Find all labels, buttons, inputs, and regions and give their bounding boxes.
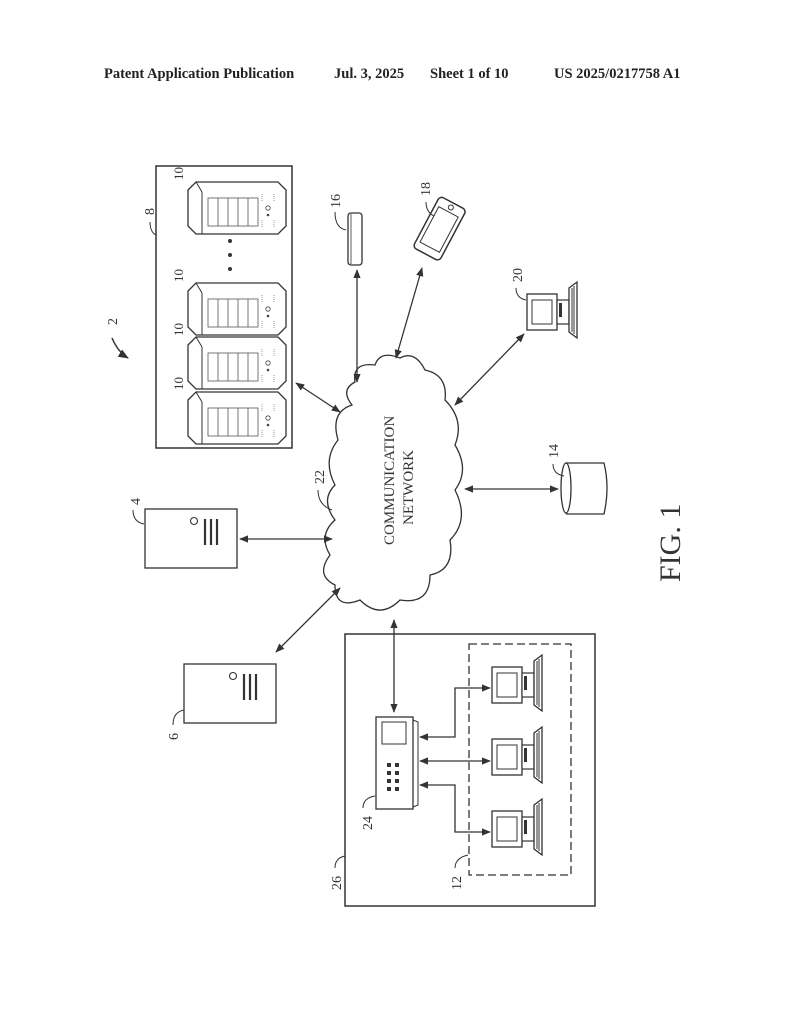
database: 14 [547,444,608,515]
client-link-arrow [419,684,491,741]
publication-date: Jul. 3, 2025 [334,66,405,82]
server-cluster: 8 10 10 10 10 [143,165,293,449]
ref-label-router: 24 [361,816,376,830]
ref-label-cluster-server: 10 [171,269,186,282]
local-network: 26 12 24 [330,619,596,907]
ref-label-cluster-server: 10 [171,323,186,336]
system-pointer-arrow [111,337,129,359]
ref-label-storage: 16 [329,194,344,208]
router: 24 [361,716,419,830]
server-tower [187,181,287,235]
ref-label-server-b: 6 [167,733,182,740]
router-arrows-icon [381,721,407,745]
ref-label-client-group: 12 [450,876,465,890]
ref-label-network: 22 [313,470,328,484]
client-computer [491,798,543,856]
network-label-line2: NETWORK [401,450,417,525]
patent-number: US 2025/0217758 A1 [554,66,681,82]
ref-label-system: 2 [106,318,121,325]
ref-label-cluster-server: 10 [171,167,186,180]
ref-label-computer: 20 [511,268,526,282]
client-link-arrow [419,781,491,836]
ref-label-cluster-server: 10 [171,377,186,390]
page-header: Patent Application Publication Jul. 3, 2… [0,66,794,86]
cluster-link-arrow [295,382,341,413]
server-b-link-arrow [275,587,341,653]
mobile-link-arrow [394,267,424,359]
ellipsis-dot [228,253,232,257]
storage-device: 16 [329,194,363,266]
client-computer [491,654,543,712]
mobile-device [413,196,466,261]
computer [526,281,578,339]
client-group-box [468,643,572,876]
publication-type: Patent Application Publication [104,66,295,82]
client-computer [491,726,543,784]
sheet-number: Sheet 1 of 10 [430,66,509,82]
ref-label-database: 14 [547,444,562,458]
figure-title: FIG. 1 [654,504,687,582]
ellipsis-dot [228,267,232,271]
ref-label-local-network: 26 [330,876,345,890]
server-tower [187,282,287,336]
computer-link-arrow [454,333,525,406]
network-label-line1: COMMUNICATION [382,416,398,545]
ellipsis-dot [228,239,232,243]
local-network-box [344,633,596,907]
server-tower [187,336,287,390]
server-a: 4 [129,498,238,569]
ref-label-mobile: 18 [419,182,434,196]
ref-label-server-cluster: 8 [143,208,158,215]
ref-label-server-a: 4 [129,498,144,505]
communication-network-cloud: COMMUNICATION NETWORK 22 [313,354,464,611]
server-tower [187,391,287,445]
server-b: 6 [167,663,277,740]
